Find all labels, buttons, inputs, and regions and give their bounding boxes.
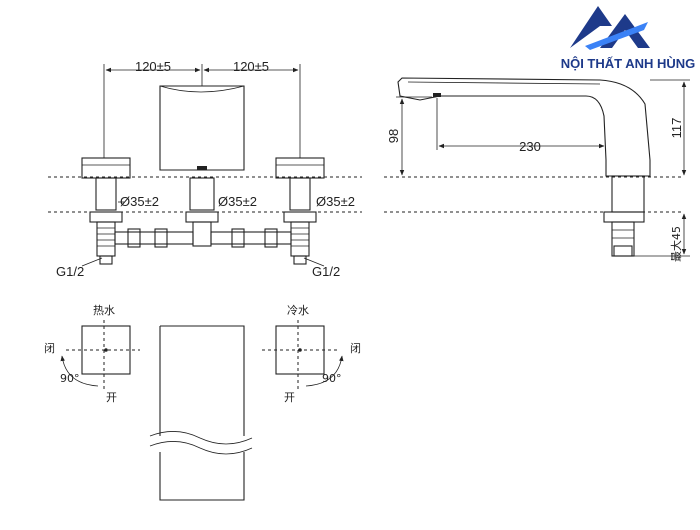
brand-logo: NỘI THẤT ANH HÙNG [561,6,696,71]
thread-left-label: G1/2 [56,264,84,279]
cold-water-label: 冷水 [287,304,309,317]
logo-mark-icon [570,6,612,48]
spout-side-profile [397,77,651,177]
spacing-left-label: 120±5 [135,59,171,74]
hot-open-label: 开 [106,391,117,404]
hot-angle-label: 90° [60,372,80,385]
hole-right-label: Ø35±2 [316,194,355,209]
spout-body [159,85,245,171]
hot-handle-square [81,325,131,375]
hot-close-label: 闭 [44,342,55,355]
spacing-right-label: 120±5 [233,59,269,74]
max-45-label: 最大45 [669,226,683,262]
front-view: 120±5 120±5 Ø35±2 Ø35±2 Ø35±2 [48,59,362,279]
right-handle-cap [275,157,325,179]
height-98-label: 98 [386,129,401,143]
height-117-label: 117 [669,118,684,139]
connecting-pipe-left [114,231,194,245]
hole-center-label: Ø35±2 [218,194,257,209]
left-handle-cap [81,157,131,179]
cold-handle-view: 冷水 闭 90° 开 [262,304,361,404]
brand-name: NỘI THẤT ANH HÙNG [561,56,696,71]
reach-230-label: 230 [519,139,541,154]
hot-handle-view: 热水 闭 90° 开 [44,304,140,404]
side-view: 98 230 117 最大45 [384,77,690,262]
connecting-pipe-right [210,231,292,245]
cold-angle-label: 90° [322,372,342,385]
hole-left-label: Ø35±2 [120,194,159,209]
spout-top-view [149,325,253,501]
cold-open-label: 开 [284,391,295,404]
cold-close-label: 闭 [350,342,361,355]
logo-swoosh-icon [585,22,648,50]
hot-water-label: 热水 [93,304,115,317]
thread-right-label: G1/2 [312,264,340,279]
